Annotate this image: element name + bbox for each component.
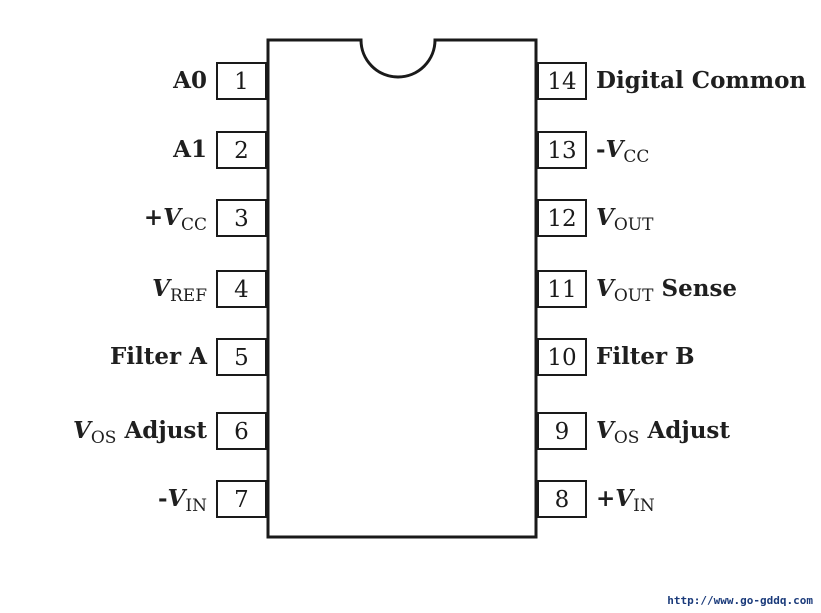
- pin-number-2: 2: [234, 138, 249, 164]
- pin-number-9: 9: [555, 419, 570, 445]
- pin-label-1: A0: [173, 66, 207, 96]
- pin-box-4: [216, 270, 267, 308]
- pin-label-part: V: [615, 485, 634, 512]
- pin-number-8: 8: [555, 487, 570, 513]
- watermark-url: http://www.go-gddq.com: [667, 594, 813, 607]
- pin-label-5: Filter A: [110, 342, 207, 372]
- pin-number-10: 10: [547, 345, 576, 371]
- pin-label-12: VOUT: [596, 203, 654, 235]
- pin-label-part: IN: [185, 496, 207, 516]
- pin-label-part: -: [158, 485, 168, 512]
- pin-label-part: V: [596, 417, 614, 444]
- pin-box-14: [537, 62, 587, 100]
- pin-label-part: V: [605, 136, 624, 163]
- pin-box-10: [537, 338, 587, 376]
- pin-label-part: V: [163, 204, 181, 231]
- pin-box-9: [537, 412, 587, 450]
- pin-box-11: [537, 270, 587, 308]
- pin-label-part: +: [143, 204, 164, 231]
- pin-label-part: CC: [623, 147, 650, 167]
- pin-label-part: +: [596, 485, 616, 512]
- pin-label-part: OUT: [613, 286, 654, 306]
- pin-box-8: [537, 480, 587, 518]
- pin-label-part: OS: [90, 428, 117, 448]
- pin-label-part: IN: [633, 496, 655, 516]
- pin-label-9: VOS Adjust: [596, 416, 731, 448]
- pin-label-2: A1: [173, 135, 207, 165]
- pin-label-4: VREF: [152, 274, 207, 306]
- pin-number-12: 12: [547, 206, 576, 232]
- pin-label-part: Sense: [653, 275, 738, 302]
- left-pin-column: 1 2 3 4 5 6 7: [216, 62, 267, 518]
- pin-box-7: [216, 480, 267, 518]
- pin-box-3: [216, 199, 267, 237]
- pin-number-14: 14: [547, 69, 576, 95]
- pin-number-3: 3: [234, 206, 249, 232]
- pin-label-part: Filter A: [109, 343, 207, 370]
- pin-box-5: [216, 338, 267, 376]
- pin-number-7: 7: [234, 487, 249, 513]
- pin-label-part: Filter B: [596, 343, 695, 370]
- pin-label-part: REF: [169, 286, 207, 306]
- pin-label-6: VOS Adjust: [72, 416, 207, 448]
- ic-package-body: [266, 38, 538, 539]
- pin-box-12: [537, 199, 587, 237]
- pin-box-1: [216, 62, 267, 100]
- pin-label-part: A1: [173, 136, 207, 163]
- pin-box-6: [216, 412, 267, 450]
- pin-label-part: Digital Common: [596, 67, 807, 94]
- pin-label-14: Digital Common: [596, 66, 806, 96]
- pin-label-part: V: [72, 417, 91, 444]
- pin-label-part: V: [596, 204, 614, 231]
- pin-label-part: A0: [173, 67, 207, 94]
- pin-label-part: V: [152, 275, 170, 302]
- pin-label-part: V: [596, 275, 614, 302]
- pin-label-8: +VIN: [596, 484, 655, 516]
- pin-label-part: Adjust: [639, 417, 731, 444]
- pin-number-1: 1: [234, 69, 249, 95]
- pin-number-4: 4: [234, 277, 249, 303]
- pin-number-5: 5: [234, 345, 249, 371]
- pin-label-13: -VCC: [596, 135, 650, 167]
- pin-box-13: [537, 131, 587, 169]
- pin-number-13: 13: [547, 138, 576, 164]
- pin-label-part: OUT: [613, 215, 654, 235]
- pin-label-7: -VIN: [158, 484, 207, 516]
- pin-label-3: +VCC: [143, 203, 207, 235]
- pin-number-6: 6: [234, 419, 249, 445]
- right-pin-column: 14 13 12 11 10 9 8: [537, 62, 587, 518]
- pin-label-part: OS: [613, 428, 640, 448]
- pin-label-part: Adjust: [116, 417, 207, 444]
- pin-box-2: [216, 131, 267, 169]
- pin-label-part: CC: [180, 215, 207, 235]
- pin-number-11: 11: [547, 277, 576, 303]
- pin-label-11: VOUT Sense: [596, 274, 738, 306]
- pin-label-10: Filter B: [596, 342, 695, 372]
- pin-label-part: -: [596, 136, 606, 163]
- pin-label-part: V: [167, 485, 186, 512]
